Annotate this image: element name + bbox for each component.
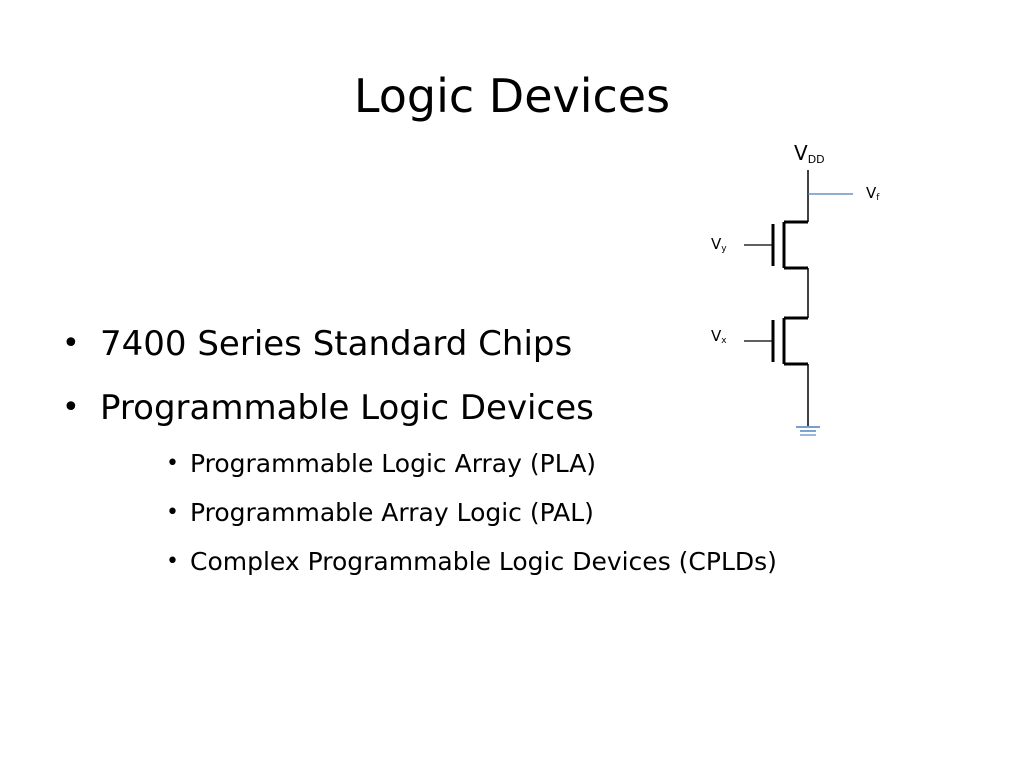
sub-bullet-dot: •: [166, 500, 179, 525]
sub-bullet-text: Complex Programmable Logic Devices (CPLD…: [190, 547, 777, 576]
vf-label-sub: f: [876, 193, 880, 203]
nmos-circuit-diagram: VDD Vf Vy: [711, 141, 880, 436]
vdd-label-main: V: [794, 141, 808, 165]
vx-label-sub: x: [721, 336, 727, 346]
transistor-vx: [744, 316, 808, 366]
transistor-vy: [744, 220, 808, 270]
sub-bullet-list: • Programmable Logic Array (PLA) • Progr…: [162, 446, 777, 593]
slide-title: Logic Devices: [353, 69, 671, 123]
sub-bullet-dot: •: [166, 451, 179, 476]
vx-label: Vx: [711, 327, 727, 346]
vy-label-sub: y: [721, 244, 727, 254]
bullet-dot: •: [62, 326, 80, 361]
sub-bullet-text: Programmable Logic Array (PLA): [190, 449, 597, 478]
sub-bullet-item: • Programmable Array Logic (PAL): [162, 495, 777, 544]
sub-bullet-item: • Complex Programmable Logic Devices (CP…: [162, 544, 777, 593]
bullet-text: Programmable Logic Devices: [100, 388, 594, 428]
vy-label: Vy: [711, 235, 727, 254]
vdd-label: VDD: [794, 141, 825, 166]
sub-bullet-item: • Programmable Logic Array (PLA): [162, 446, 777, 495]
main-bullet-list: • 7400 Series Standard Chips • Programma…: [56, 318, 594, 446]
bullet-item: • Programmable Logic Devices: [56, 382, 594, 446]
vf-label-main: V: [866, 184, 877, 202]
sub-bullet-dot: •: [166, 549, 179, 574]
vx-label-main: V: [711, 327, 722, 345]
ground-icon: [796, 426, 820, 436]
sub-bullet-text: Programmable Array Logic (PAL): [190, 498, 594, 527]
bullet-text: 7400 Series Standard Chips: [100, 324, 573, 364]
bullet-dot: •: [62, 390, 80, 425]
vdd-label-sub: DD: [808, 153, 825, 166]
bullet-item: • 7400 Series Standard Chips: [56, 318, 594, 382]
vy-label-main: V: [711, 235, 722, 253]
vf-label: Vf: [866, 184, 880, 203]
